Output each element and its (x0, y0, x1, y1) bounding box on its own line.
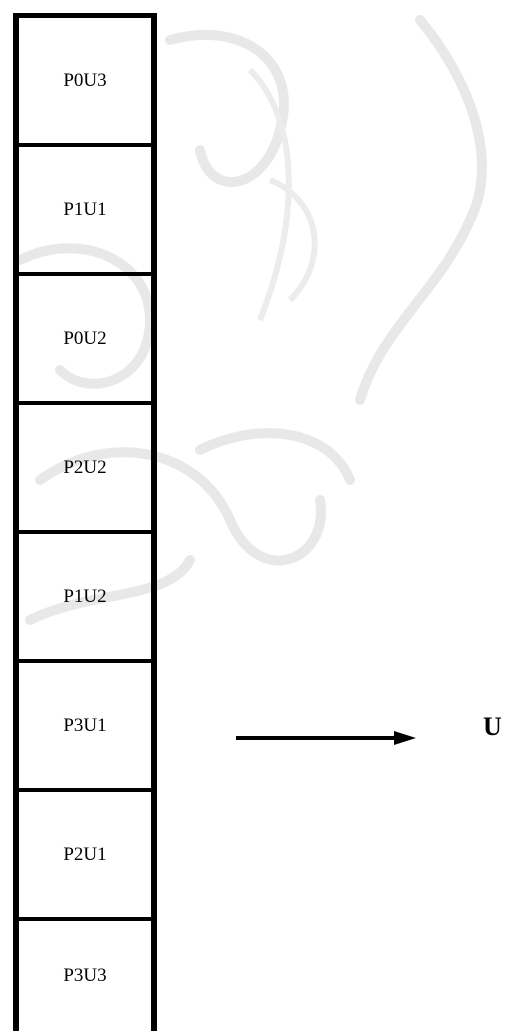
stack-cell: P3U1 (19, 663, 151, 792)
stack-cell-label: P3U3 (63, 965, 107, 986)
stack-cell-label: P1U2 (63, 585, 107, 607)
stack-cell: P0U3 (19, 18, 151, 147)
stack-cell: P2U2 (19, 405, 151, 534)
stack-cell-label: P1U1 (63, 198, 107, 220)
stack-cell-label: P0U3 (63, 69, 107, 91)
stack-cell: P1U2 (19, 534, 151, 663)
stack-cell: P0U2 (19, 276, 151, 405)
stack-cell-label: P3U1 (63, 714, 107, 736)
stack-diagram: P0U3 P1U1 P0U2 P2U2 P1U2 P3U1 P2U1 P3U3 (13, 13, 157, 1031)
right-arrow-icon (236, 731, 416, 745)
stack-cell: P3U3 (19, 921, 151, 1031)
stack-cell: P2U1 (19, 792, 151, 921)
stack-cell-label: P2U2 (63, 456, 107, 478)
stack-cell: P1U1 (19, 147, 151, 276)
arrow-label: U (483, 712, 502, 741)
stack-cell-label: P0U2 (63, 327, 107, 349)
stack-cell-label: P2U1 (63, 843, 107, 865)
